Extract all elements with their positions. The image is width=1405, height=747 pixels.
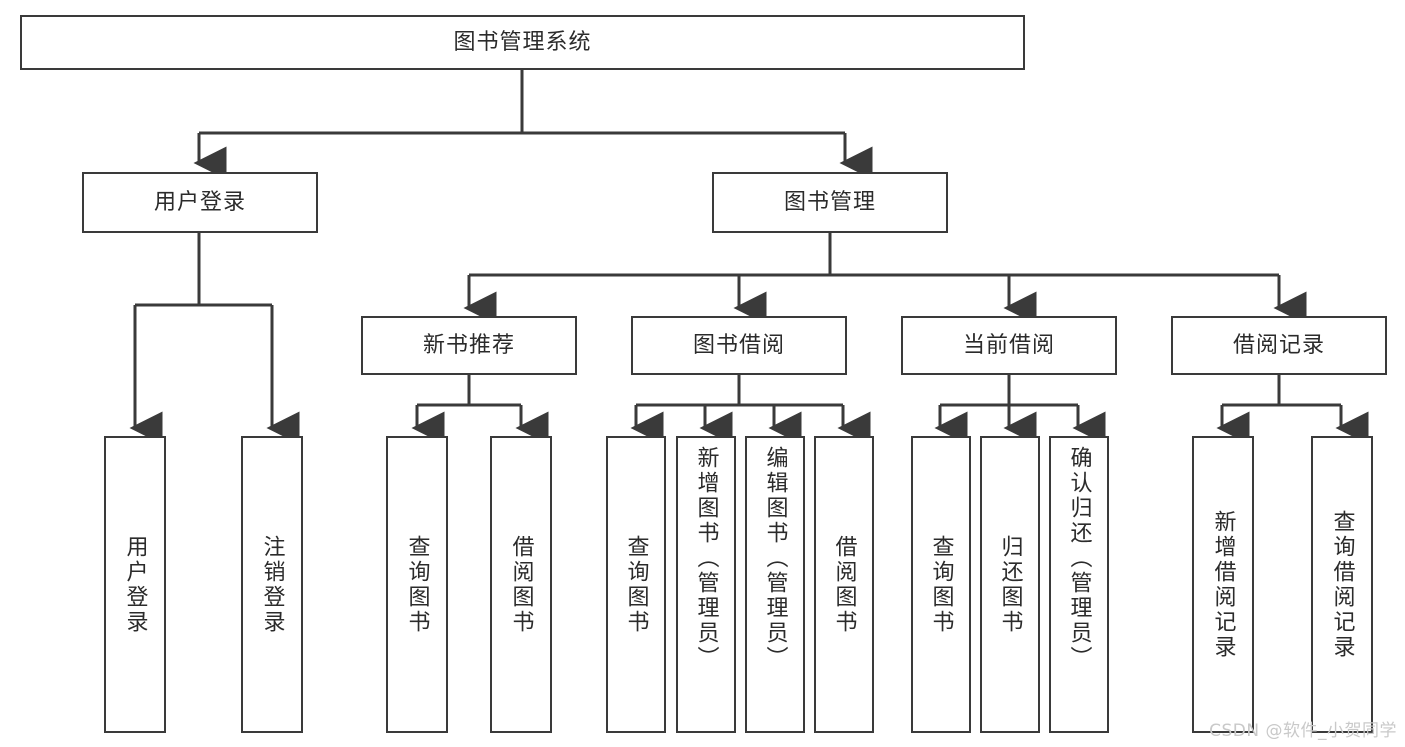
node-label: 查询图书 [928,534,954,635]
leaf-borrow-book-recommend[interactable]: 借阅图书 [490,436,552,733]
node-label: 借阅图书 [508,534,534,635]
node-label: 归还图书 [997,534,1023,635]
csdn-watermark: CSDN @软件_小贺同学 [1209,721,1397,741]
leaf-return-book[interactable]: 归还图书 [980,436,1040,733]
leaf-query-borrow-record[interactable]: 查询借阅记录 [1311,436,1373,733]
leaf-confirm-return[interactable]: 确认归还（管理员） [1049,436,1109,733]
node-label: 图书借阅 [692,332,785,358]
node-label: 编辑图书（管理员） [762,446,788,671]
leaf-query-book-borrow[interactable]: 查询图书 [606,436,666,733]
node-book-management[interactable]: 图书管理 [712,172,948,233]
node-label: 用户登录 [153,189,246,215]
node-label: 新增借阅记录 [1210,509,1236,660]
node-label: 当前借阅 [962,332,1055,358]
node-user-login[interactable]: 用户登录 [82,172,318,233]
leaf-logout[interactable]: 注销登录 [241,436,303,733]
node-book-borrow[interactable]: 图书借阅 [631,316,847,375]
node-label: 借阅图书 [831,534,857,635]
node-label: 借阅记录 [1232,332,1325,358]
node-root-book-management-system[interactable]: 图书管理系统 [20,15,1025,70]
node-borrow-record[interactable]: 借阅记录 [1171,316,1387,375]
node-label: 查询图书 [623,534,649,635]
leaf-add-borrow-record[interactable]: 新增借阅记录 [1192,436,1254,733]
node-label: 图书管理 [783,189,876,215]
leaf-add-book[interactable]: 新增图书（管理员） [676,436,736,733]
node-label: 查询图书 [404,534,430,635]
node-current-borrow[interactable]: 当前借阅 [901,316,1117,375]
node-label: 注销登录 [259,534,285,635]
node-label: 新增图书（管理员） [693,446,719,671]
leaf-query-book-recommend[interactable]: 查询图书 [386,436,448,733]
node-label: 确认归还（管理员） [1066,446,1092,671]
leaf-edit-book[interactable]: 编辑图书（管理员） [745,436,805,733]
node-label: 新书推荐 [422,332,515,358]
leaf-query-book-current[interactable]: 查询图书 [911,436,971,733]
leaf-user-login[interactable]: 用户登录 [104,436,166,733]
node-label: 用户登录 [122,534,148,635]
leaf-borrow-book[interactable]: 借阅图书 [814,436,874,733]
node-label: 图书管理系统 [453,29,592,55]
node-new-book-recommend[interactable]: 新书推荐 [361,316,577,375]
node-label: 查询借阅记录 [1329,509,1355,660]
